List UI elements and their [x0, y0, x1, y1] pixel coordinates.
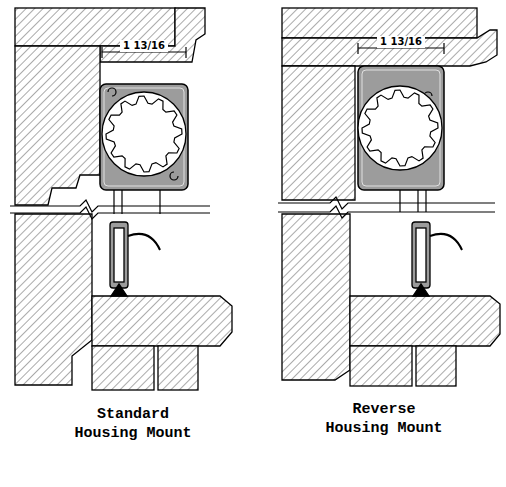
clip [108, 88, 116, 96]
bottom-bar [110, 222, 128, 288]
break-line [10, 200, 210, 212]
caption-label: Standard Housing Mount [68, 405, 198, 443]
rubber-seal [413, 284, 429, 296]
slot-wall [417, 190, 418, 212]
sill-block [158, 346, 198, 390]
caption-label: Reverse Housing Mount [319, 400, 449, 438]
bottom-bar [412, 222, 430, 288]
break-line [278, 206, 495, 218]
sill [92, 296, 232, 346]
jamb-upper [282, 66, 355, 200]
slot-wall [399, 190, 400, 212]
slot-wall [121, 190, 122, 214]
roller-tube [102, 92, 186, 176]
roller-tubes [102, 86, 442, 176]
header-trim [282, 30, 497, 66]
bottom-bar-inner [114, 228, 124, 282]
dimension-tick [185, 47, 186, 58]
slot-wall [113, 190, 114, 214]
dimension-tick [357, 43, 358, 54]
dimension-label: 1 13/16 [377, 36, 425, 48]
jamb-lower [15, 214, 92, 385]
weather-seal [128, 234, 160, 250]
tube-spline [362, 90, 438, 166]
sill [350, 296, 500, 346]
dimension-tick [101, 47, 102, 58]
header-trim [100, 8, 205, 62]
sill-block [92, 346, 154, 390]
roller-tube [358, 86, 442, 170]
housing [358, 66, 444, 190]
break-line [278, 197, 495, 209]
bottom-bar-inner [416, 228, 426, 282]
weather-seal [430, 234, 462, 250]
break-line [10, 207, 210, 219]
jamb-upper [15, 46, 100, 205]
clip [170, 172, 178, 180]
jamb-lower [282, 214, 350, 380]
header-board [282, 8, 477, 38]
sill-block [350, 346, 412, 386]
slot-wall [159, 190, 160, 214]
housing [100, 84, 188, 190]
dimension-tick [443, 43, 444, 54]
tube-spline [106, 96, 182, 172]
dimension-label: 1 13/16 [120, 40, 168, 52]
sill-block [416, 346, 456, 386]
rubber-seal [111, 284, 127, 296]
slot-wall [425, 190, 426, 212]
